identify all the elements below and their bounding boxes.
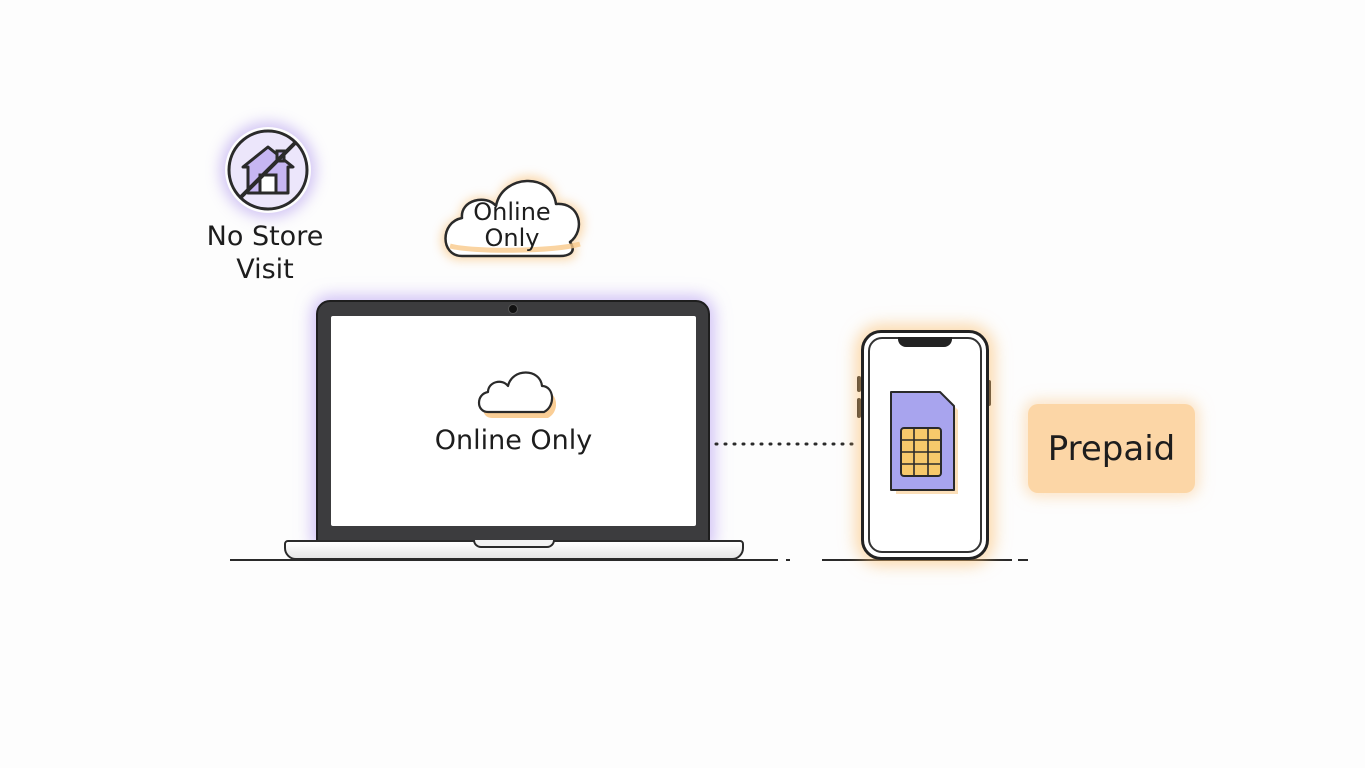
ground-line [230, 559, 1028, 561]
prepaid-tag: Prepaid [1028, 404, 1195, 493]
phone-volume-up-button [857, 376, 861, 392]
dotted-connector [714, 442, 858, 446]
online-only-cloud-bubble [432, 160, 594, 270]
cloud-icon [474, 364, 557, 420]
online-only-bubble-label: Online Only [473, 198, 551, 252]
no-store-icon [225, 127, 311, 213]
phone-power-button [987, 380, 991, 406]
laptop-screen-label: Online Only [434, 425, 593, 456]
sim-card-icon [888, 390, 962, 496]
laptop-trackpad-notch [473, 540, 555, 548]
prepaid-label: Prepaid [1047, 428, 1176, 469]
laptop-camera [508, 304, 518, 314]
no-store-visit-label: No Store Visit [206, 221, 324, 285]
phone-notch [898, 337, 952, 347]
laptop-screen [331, 316, 696, 526]
phone-volume-down-button [857, 398, 861, 418]
